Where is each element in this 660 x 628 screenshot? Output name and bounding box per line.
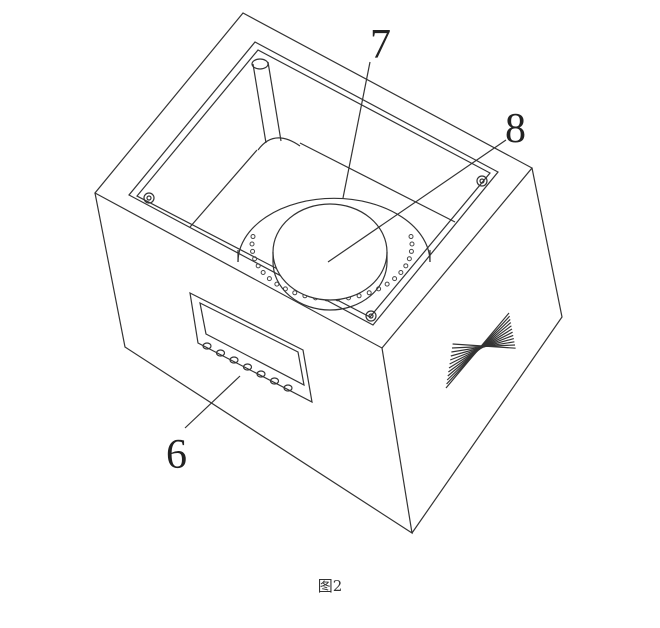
ring-hole (250, 234, 256, 240)
panel-button (269, 377, 280, 385)
panel-button (242, 363, 253, 371)
pillar (251, 58, 301, 151)
ring-hole (408, 248, 414, 254)
display-panel (189, 291, 313, 404)
ring-hole (392, 276, 398, 282)
ring-hole (255, 263, 261, 269)
ring-hole (266, 276, 272, 282)
box-outline (94, 12, 563, 535)
inner-rim (128, 41, 499, 326)
ring-hole (292, 290, 298, 296)
ring-hole (409, 241, 415, 247)
panel-button (283, 384, 293, 392)
panel-button (256, 370, 266, 378)
vent-slot (452, 343, 516, 349)
ring-hole (408, 234, 414, 240)
ring-hole (260, 269, 266, 275)
panel-button (202, 342, 212, 350)
label-8: 8 (505, 106, 526, 152)
center-disk (272, 203, 388, 311)
ring-hole (250, 248, 256, 254)
ring-hole (406, 256, 412, 262)
corner-bolts (143, 175, 488, 322)
ring-hole (366, 290, 372, 296)
ring-hole (384, 281, 390, 287)
leader-lines (184, 61, 507, 429)
panel-button (215, 349, 226, 357)
vent-grille (445, 312, 516, 389)
ring-hole (252, 256, 258, 262)
ring-hole (403, 263, 409, 269)
label-7: 7 (370, 22, 391, 68)
ring-hole (249, 241, 255, 247)
figure-caption: 图2 (317, 577, 343, 595)
label-6: 6 (166, 432, 187, 478)
ring-hole (398, 269, 404, 275)
panel-button (229, 356, 239, 364)
